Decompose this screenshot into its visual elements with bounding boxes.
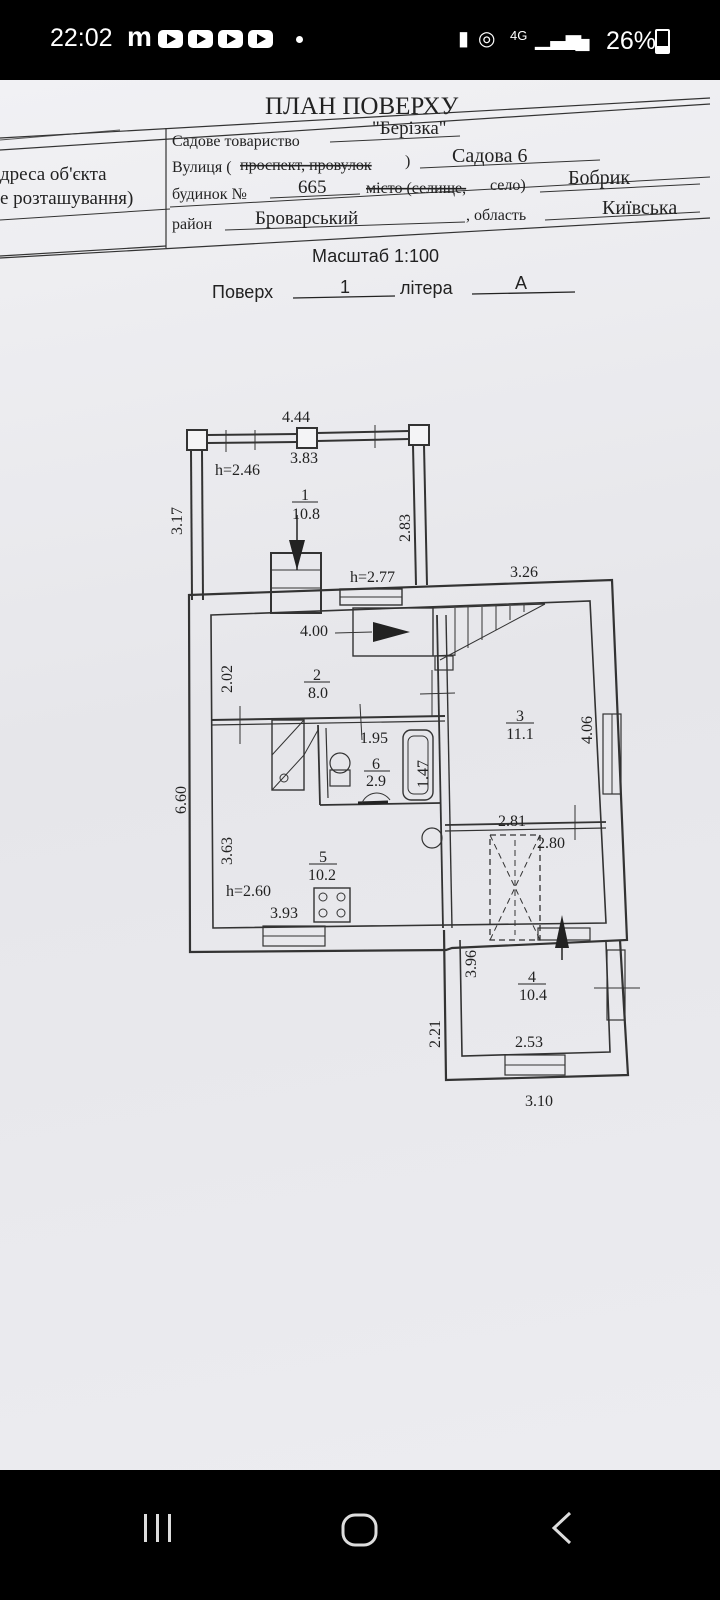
recent-apps-icon[interactable] xyxy=(140,1510,176,1546)
navigation-bar xyxy=(0,1470,720,1600)
floor-plan-document: ПЛАН ПОВЕРХУ дреса об'єкта е розташуванн… xyxy=(0,80,720,1470)
youtube-icon xyxy=(218,30,243,48)
floor-label: Поверх xyxy=(212,282,273,302)
dim-400: 4.00 xyxy=(300,623,328,640)
dim-393: 3.93 xyxy=(270,905,298,922)
battery-icon xyxy=(655,29,670,54)
city-rest: село) xyxy=(490,177,526,194)
signal-icon: ▁▃▅ xyxy=(535,28,582,50)
region-label: , область xyxy=(466,207,526,224)
city-value: Бобрик xyxy=(568,167,630,189)
dim-280: 2.80 xyxy=(537,835,565,852)
dim-terrace-outer: 4.44 xyxy=(282,409,310,426)
dim-202: 2.02 xyxy=(219,665,236,693)
city-struck: місто (селище, xyxy=(366,180,466,197)
street-label: Вулиця ( xyxy=(172,159,232,176)
dim-396: 3.96 xyxy=(463,950,480,978)
address-label-line2: е розташування) xyxy=(0,188,133,209)
youtube-icon xyxy=(158,30,183,48)
floor-plan-drawing: ПЛАН ПОВЕРХУ дреса об'єкта е розташуванн… xyxy=(0,93,711,1110)
room-2-number: 2 xyxy=(313,667,321,684)
garden-value: "Берізка" xyxy=(372,118,447,139)
dim-326: 3.26 xyxy=(510,564,538,581)
room-3-area: 11.1 xyxy=(506,726,533,743)
letter-label: літера xyxy=(400,278,454,298)
dim-281: 2.81 xyxy=(498,813,526,830)
home-icon[interactable] xyxy=(340,1510,380,1550)
youtube-icon xyxy=(188,30,213,48)
dim-147: 1.47 xyxy=(415,760,432,788)
dim-406: 4.06 xyxy=(579,716,596,744)
dim-253: 2.53 xyxy=(515,1034,543,1051)
dim-terrace-left: 3.17 xyxy=(169,507,186,535)
status-bar: 22:02 m ▮ ◎ 4G ▁▃▅ ▂▄ 26% xyxy=(0,0,720,80)
room-3-number: 3 xyxy=(516,708,524,725)
clock: 22:02 xyxy=(50,24,113,52)
dim-terrace-inner: 3.83 xyxy=(290,450,318,467)
dim-terrace-height: h=2.46 xyxy=(215,462,260,479)
scale-label: Масштаб 1:100 xyxy=(312,246,439,266)
document-title: ПЛАН ПОВЕРХУ xyxy=(265,93,459,120)
dim-363: 3.63 xyxy=(219,837,236,865)
district-label: район xyxy=(172,216,213,233)
street-close: ) xyxy=(405,153,410,170)
street-value: Садова 6 xyxy=(452,145,527,167)
dim-221: 2.21 xyxy=(427,1020,444,1048)
room-6-area: 2.9 xyxy=(366,773,386,790)
room-1-area: 10.8 xyxy=(292,506,320,523)
house-label: будинок № xyxy=(172,186,247,203)
signal-r-icon: ▂▄ xyxy=(560,28,590,50)
battery-level: 26% xyxy=(605,27,656,55)
dim-height-260: h=2.60 xyxy=(226,883,271,900)
letter-value: А xyxy=(515,273,527,293)
room-5-number: 5 xyxy=(319,849,327,866)
house-value: 665 xyxy=(298,177,327,198)
app-notification-icon: m xyxy=(127,21,152,52)
youtube-icon xyxy=(248,30,273,48)
region-value: Київська xyxy=(602,197,677,219)
dim-height-277: h=2.77 xyxy=(350,569,395,586)
nfc-icon: ▮ xyxy=(458,28,470,50)
room-4-number: 4 xyxy=(528,969,536,986)
room-1-number: 1 xyxy=(301,487,309,504)
address-label-line1: дреса об'єкта xyxy=(0,164,107,185)
room-2-area: 8.0 xyxy=(308,685,328,702)
district-value: Броварський xyxy=(255,208,358,229)
room-6-number: 6 xyxy=(372,756,380,773)
dim-310: 3.10 xyxy=(525,1093,553,1110)
room-5-area: 10.2 xyxy=(308,867,336,884)
network-type-icon: 4G xyxy=(510,28,528,43)
dim-660: 6.60 xyxy=(173,786,190,814)
hotspot-icon: ◎ xyxy=(478,28,496,50)
street-struck: проспект, провулок xyxy=(240,157,372,174)
more-notifications-icon xyxy=(296,36,303,43)
room-4-area: 10.4 xyxy=(519,987,547,1004)
dim-195: 1.95 xyxy=(360,730,388,747)
dim-terrace-right: 2.83 xyxy=(397,514,414,542)
garden-label: Садове товариство xyxy=(172,133,300,150)
floor-value: 1 xyxy=(340,277,350,297)
back-icon[interactable] xyxy=(548,1510,578,1546)
